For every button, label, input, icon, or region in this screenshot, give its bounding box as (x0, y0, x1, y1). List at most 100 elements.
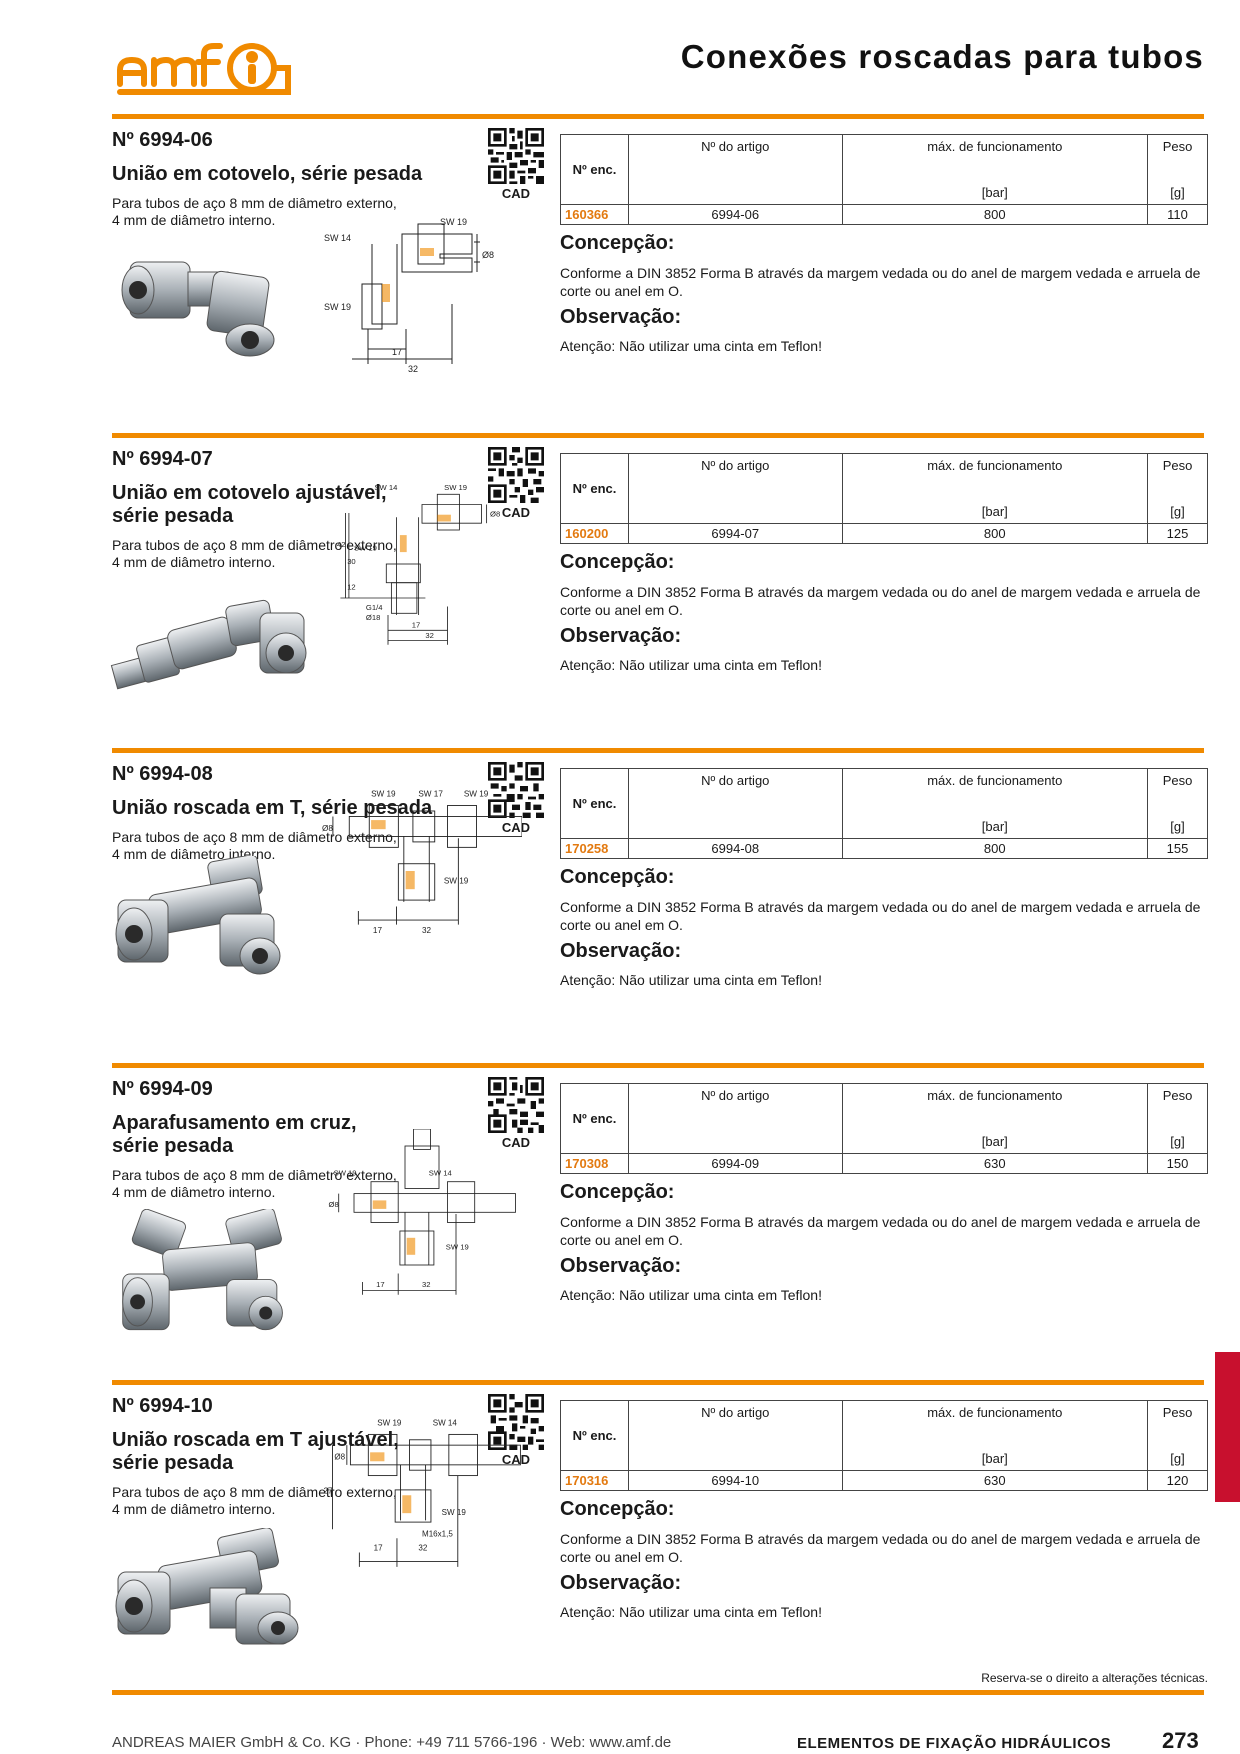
concepcao-text: Conforme a DIN 3852 Forma B através da m… (560, 265, 1201, 299)
product-photo (115, 856, 281, 975)
drawing-dimension: 27 (324, 1486, 333, 1495)
order-number-link[interactable]: 170316 (560, 1470, 629, 1491)
header-weight: Peso[g] (1147, 453, 1208, 524)
header-label: máx. de funcionamento (927, 1405, 1063, 1420)
observacao-heading: Observação: (560, 1255, 682, 1277)
drawing-label-diameter: Ø8 (329, 1200, 339, 1209)
observacao-heading: Observação: (560, 1572, 682, 1594)
header-max-pressure: máx. de funcionamento[bar] (841, 1083, 1149, 1154)
header-max-pressure: máx. de funcionamento[bar] (841, 134, 1149, 205)
product-description-line2: 4 mm de diâmetro interno. (112, 554, 276, 570)
order-number-link[interactable]: 170258 (560, 838, 629, 859)
disclaimer: Reserva-se o direito a alterações técnic… (981, 1671, 1208, 1685)
header-weight: Peso[g] (1147, 134, 1208, 205)
order-number-link[interactable]: 160200 (560, 523, 629, 544)
product-name: União roscada em T ajustável, série pesa… (112, 1429, 399, 1474)
spec-table: Nº enc. Nº do artigo máx. de funcionamen… (560, 1400, 1208, 1491)
product-description-line2: 4 mm de diâmetro interno. (112, 1501, 276, 1517)
product-description-line1: Para tubos de aço 8 mm de diâmetro exter… (112, 829, 397, 845)
header-label: Peso (1162, 458, 1193, 473)
drawing-label-sw: SW 17 (418, 789, 443, 798)
drawing-label-diameter: Ø8 (334, 1452, 345, 1461)
spec-table: Nº enc. Nº do artigo máx. de funcionamen… (560, 134, 1208, 225)
observacao-heading: Observação: (560, 625, 682, 647)
concepcao-heading: Concepção: (560, 1181, 675, 1203)
header-label: Peso (1162, 1088, 1193, 1103)
product-section-6994-06: Nº 6994-06 União em cotovelo, série pesa… (0, 114, 1240, 424)
max-pressure-value: 800 (841, 523, 1149, 544)
qr-code-icon[interactable] (488, 762, 544, 818)
header-unit: [bar] (981, 504, 1008, 519)
concepcao-text: Conforme a DIN 3852 Forma B através da m… (560, 584, 1201, 618)
drawing-dimension: 17 (392, 347, 402, 357)
header-unit: [g] (1170, 185, 1185, 200)
cad-label[interactable]: CAD (501, 1135, 531, 1150)
cad-label[interactable]: CAD (501, 186, 531, 201)
drawing-label-sw: SW 19 (440, 217, 467, 227)
observacao-heading: Observação: (560, 940, 682, 962)
product-description-line1: Para tubos de aço 8 mm de diâmetro exter… (112, 1484, 397, 1500)
product-number: Nº 6994-08 (112, 763, 213, 785)
drawing-dimension: 30 (347, 557, 356, 566)
product-number: Nº 6994-10 (112, 1395, 213, 1417)
technical-drawing: SW 19 SW 14 SW 19 Ø8 27 M16x1,5 17 32 (324, 1418, 521, 1567)
order-number-link[interactable]: 170308 (560, 1153, 629, 1174)
max-pressure-value: 800 (841, 838, 1149, 859)
order-number-link[interactable]: 160366 (560, 204, 629, 225)
drawing-label-diameter: Ø8 (482, 250, 494, 260)
header-order-no: Nº enc. (560, 134, 629, 205)
section-divider (112, 433, 1204, 438)
header-order-no: Nº enc. (560, 453, 629, 524)
qr-code-icon[interactable] (488, 128, 544, 184)
drawing-label-thread: M16x1,5 (422, 1529, 453, 1538)
table-row: 170316 6994-10 630 120 (560, 1470, 1208, 1491)
drawing-dimension: 42 (337, 540, 346, 549)
drawing-label-sw: SW 14 (374, 483, 398, 492)
footer-category: ELEMENTOS DE FIXAÇÃO HIDRÁULICOS (797, 1735, 1112, 1752)
product-number: Nº 6994-07 (112, 448, 213, 470)
product-section-6994-09: Nº 6994-09 Aparafusamento em cruz, série… (0, 1063, 1240, 1373)
drawing-label-sw: SW 19 (464, 789, 489, 798)
article-number: 6994-08 (627, 838, 843, 859)
header-label: máx. de funcionamento (927, 773, 1063, 788)
spec-table: Nº enc. Nº do artigo máx. de funcionamen… (560, 1083, 1208, 1174)
article-number: 6994-07 (627, 523, 843, 544)
product-section-6994-07: Nº 6994-07 União em cotovelo ajustável, … (0, 433, 1240, 743)
technical-drawing: SW 19 SW 14 SW 19 Ø8 17 32 (329, 1129, 516, 1295)
concepcao-heading: Concepção: (560, 232, 675, 254)
qr-code-icon[interactable] (488, 1077, 544, 1133)
product-number: Nº 6994-06 (112, 129, 213, 151)
product-section-6994-08: Nº 6994-08 União roscada em T, série pes… (0, 748, 1240, 1058)
cad-label[interactable]: CAD (501, 820, 531, 835)
header-unit: [bar] (981, 819, 1008, 834)
spec-table: Nº enc. Nº do artigo máx. de funcionamen… (560, 453, 1208, 544)
product-description-line2: 4 mm de diâmetro interno. (112, 212, 276, 228)
product-description-line1: Para tubos de aço 8 mm de diâmetro exter… (112, 1167, 397, 1183)
cad-label[interactable]: CAD (501, 1452, 531, 1467)
drawing-label-sw: SW 19 (442, 1508, 467, 1517)
footer-divider (112, 1690, 1204, 1695)
qr-code-icon[interactable] (488, 447, 544, 503)
product-description-line1: Para tubos de aço 8 mm de diâmetro exter… (112, 195, 397, 211)
product-name: Aparafusamento em cruz, série pesada (112, 1112, 357, 1157)
weight-value: 155 (1147, 838, 1208, 859)
qr-code-icon[interactable] (488, 1394, 544, 1450)
drawing-label-sw: SW 19 (354, 543, 377, 552)
concepcao-text: Conforme a DIN 3852 Forma B através da m… (560, 1531, 1201, 1565)
concepcao-text: Conforme a DIN 3852 Forma B através da m… (560, 1214, 1201, 1248)
drawing-dimension: 12 (347, 583, 356, 592)
article-number: 6994-06 (627, 204, 843, 225)
header-max-pressure: máx. de funcionamento[bar] (841, 1400, 1149, 1471)
header-article-no: Nº do artigo (627, 1083, 843, 1154)
drawing-label-sw: SW 14 (429, 1169, 453, 1178)
header-label: máx. de funcionamento (927, 1088, 1063, 1103)
chapter-side-tab[interactable] (1215, 1352, 1240, 1502)
product-photo (121, 261, 275, 357)
header-order-no: Nº enc. (560, 1083, 629, 1154)
spec-table-header: Nº enc. Nº do artigo máx. de funcionamen… (560, 134, 1208, 205)
drawing-label-sw: SW 19 (324, 302, 351, 312)
cad-label[interactable]: CAD (501, 505, 531, 520)
header-label: Peso (1162, 773, 1193, 788)
product-name: União roscada em T, série pesada (112, 797, 433, 819)
drawing-label-sw: SW 14 (324, 233, 351, 243)
